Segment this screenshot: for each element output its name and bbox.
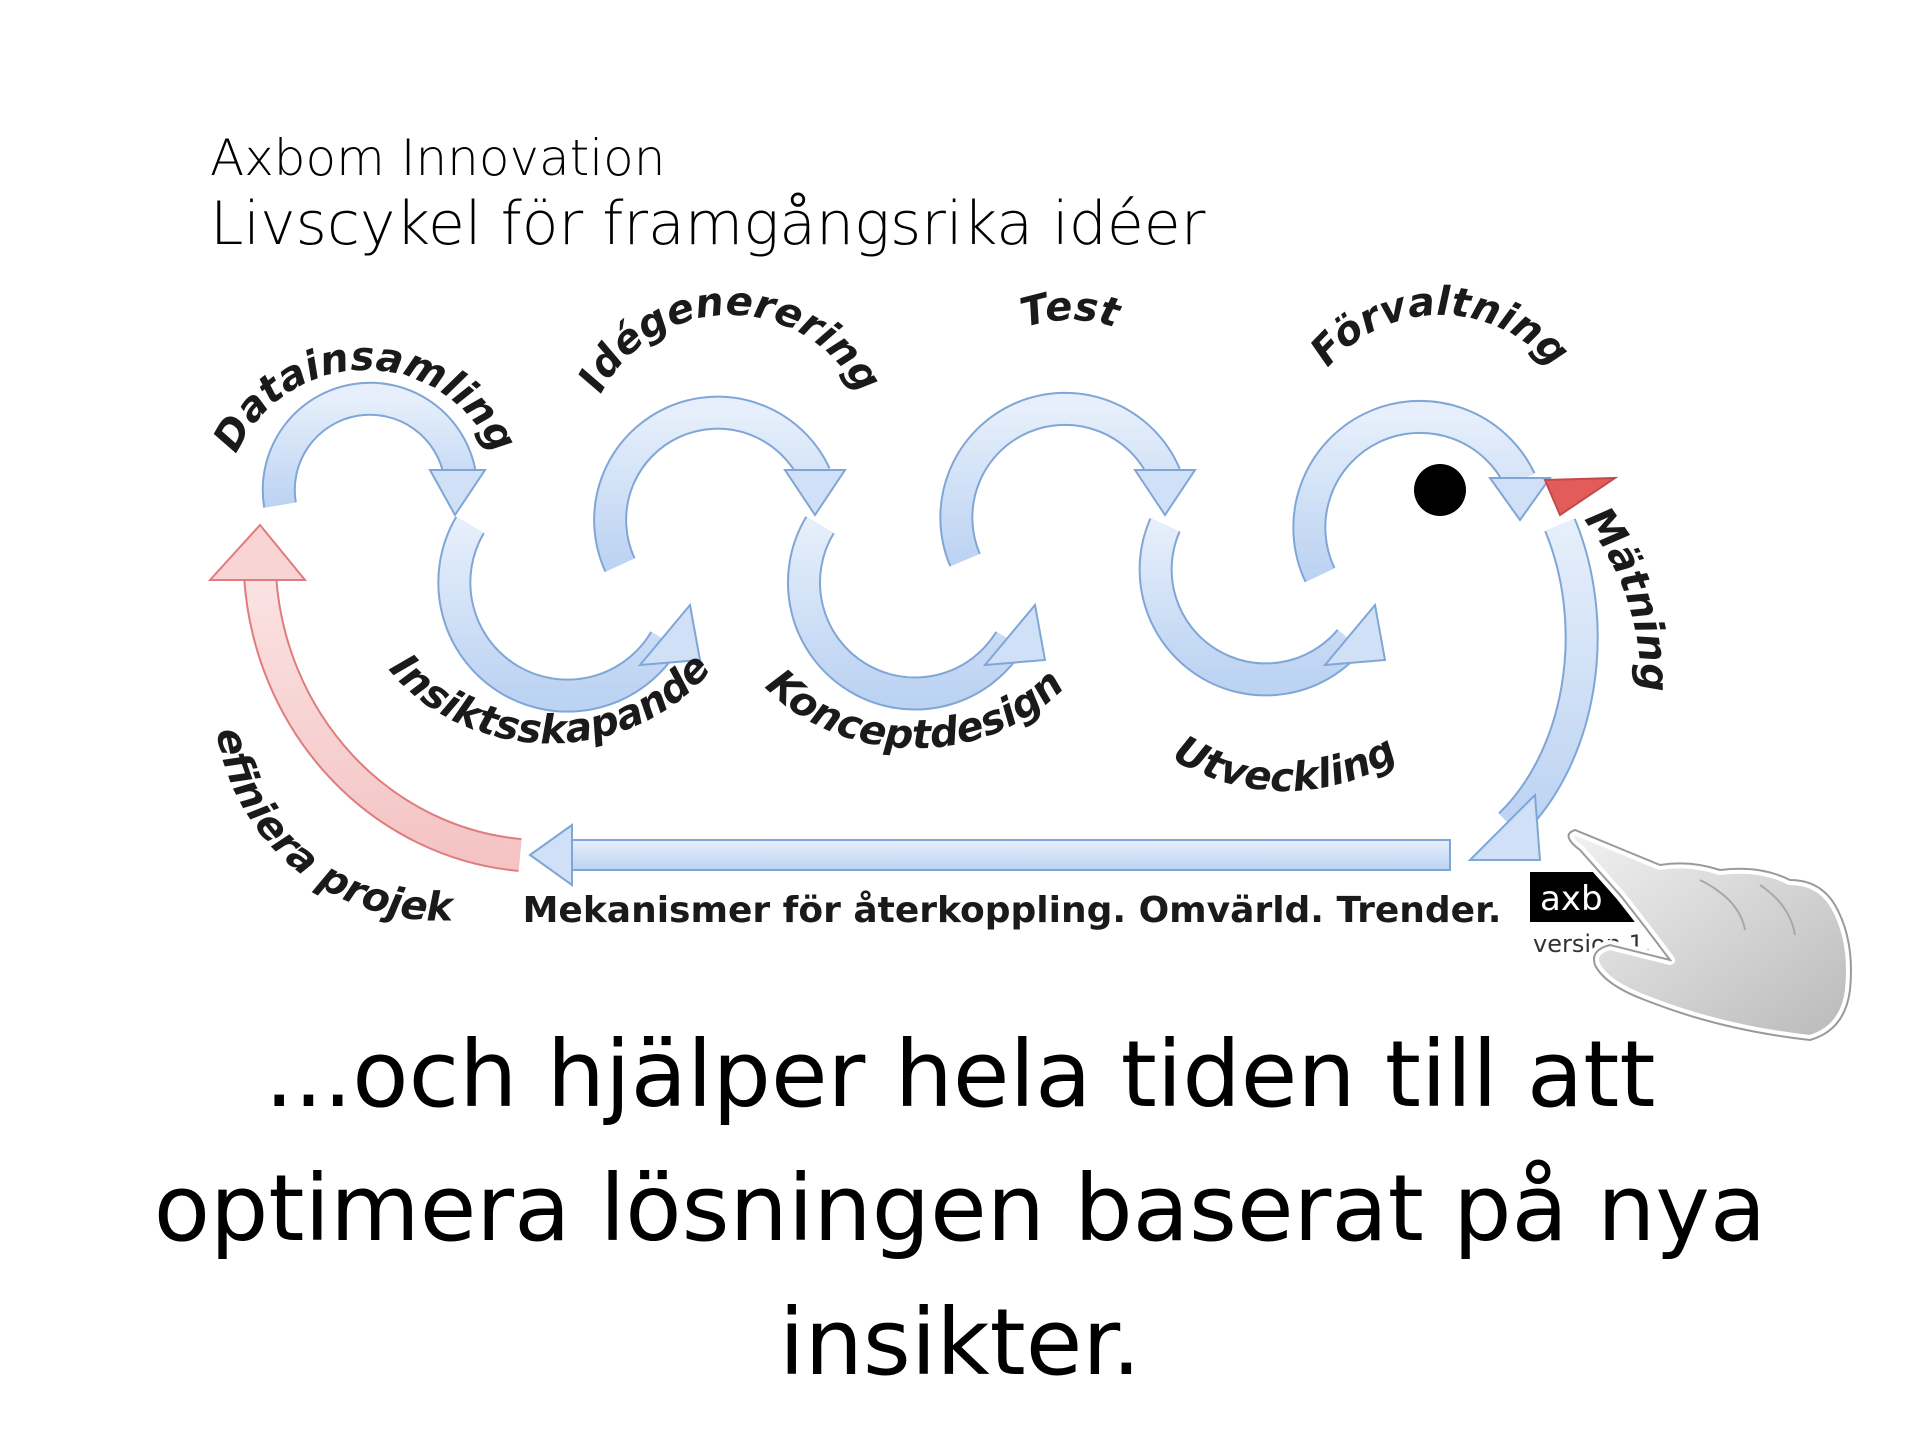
bird-eye-dot-icon (1414, 464, 1466, 516)
arrow-konceptdesign (786, 516, 1047, 711)
label-test: Test (1016, 283, 1127, 337)
arrow-test (939, 391, 1197, 567)
arrow-utveckling (1138, 518, 1387, 697)
caption-line-1: ...och hjälper hela tiden till att (264, 1021, 1656, 1128)
caption-line-2: optimera lösningen baserat på nya (153, 1155, 1767, 1262)
bird-beak-icon (1543, 476, 1619, 517)
label-feedback: Mekanismer för återkoppling. Omvärld. Tr… (523, 890, 1502, 931)
slide-subtitle: Livscykel för framgångsrika idéer (210, 189, 1206, 259)
slide-caption: ...och hjälper hela tiden till att optim… (0, 1008, 1920, 1410)
caption-line-3: insikter. (779, 1289, 1141, 1396)
arrow-forvaltning (1292, 399, 1552, 583)
arrow-datainsamling (261, 381, 487, 517)
arrow-definiera-projekt (207, 523, 522, 872)
arrow-insiktsskapande (437, 516, 702, 713)
arrow-matning (1467, 518, 1599, 861)
company-name: Axbom Innovation (210, 129, 666, 187)
label-utveckling: Utveckling (1166, 727, 1403, 801)
arrow-idegenerering (593, 395, 847, 573)
logo-brand: axb (1540, 879, 1603, 919)
label-forvaltning: Förvaltning (1301, 279, 1578, 375)
arrow-feedback (528, 823, 1451, 887)
slide-header: Axbom Innovation Livscykel för framgångs… (210, 128, 1205, 260)
pointing-hand-icon (1563, 825, 1856, 1045)
label-idegenerering: Idégenerering (569, 279, 890, 400)
